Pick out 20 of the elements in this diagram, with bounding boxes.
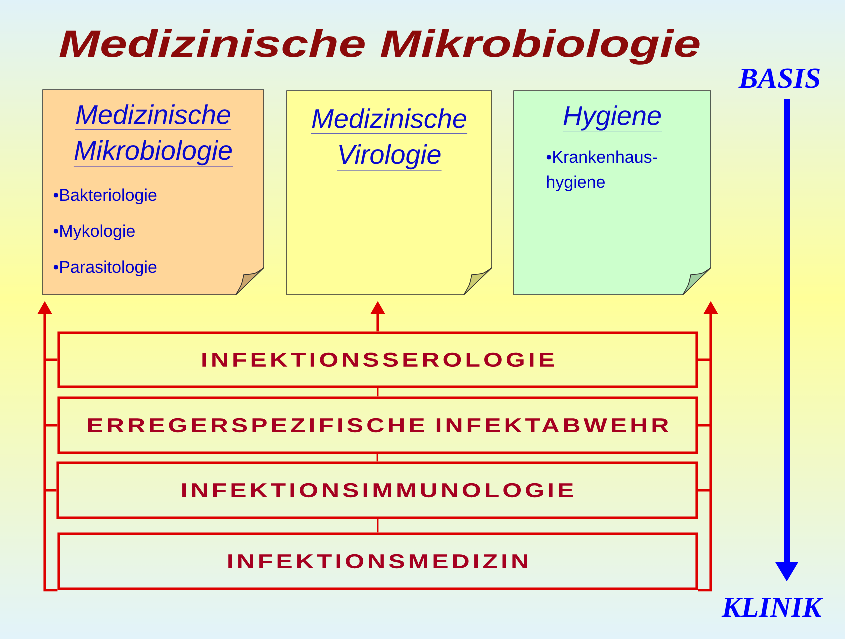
note-card (514, 90, 712, 296)
connector-line (376, 454, 378, 462)
heading: Medizinische Mikrobiologie (74, 104, 234, 168)
scale-label: KLINIK (722, 598, 824, 617)
heading: Hygiene (562, 106, 662, 132)
layer-band: INFEKTIONSSEROLOGIE (58, 332, 698, 388)
bullet-item: •Parasitologie (54, 260, 157, 277)
note-card (42, 90, 264, 296)
layer-band: INFEKTIONSMEDIZIN (58, 532, 698, 590)
title: Medizinische Mikrobiologie (60, 29, 700, 65)
scale-label: BASIS (738, 68, 820, 88)
connector-line (377, 388, 379, 397)
note-card (286, 90, 492, 296)
connector-line (377, 519, 379, 533)
bullet-item: •Bakteriologie (54, 188, 157, 205)
layer-band: ERREGERSPEZIFISCHE INFEKTABWEHR (58, 396, 698, 454)
layer-band: INFEKTIONSIMMUNOLOGIE (56, 462, 698, 520)
bullet-item: •Mykologie (54, 224, 135, 241)
heading: Medizinische Virologie (311, 108, 468, 172)
bullet-item: •Krankenhaus- hygiene (546, 150, 658, 192)
